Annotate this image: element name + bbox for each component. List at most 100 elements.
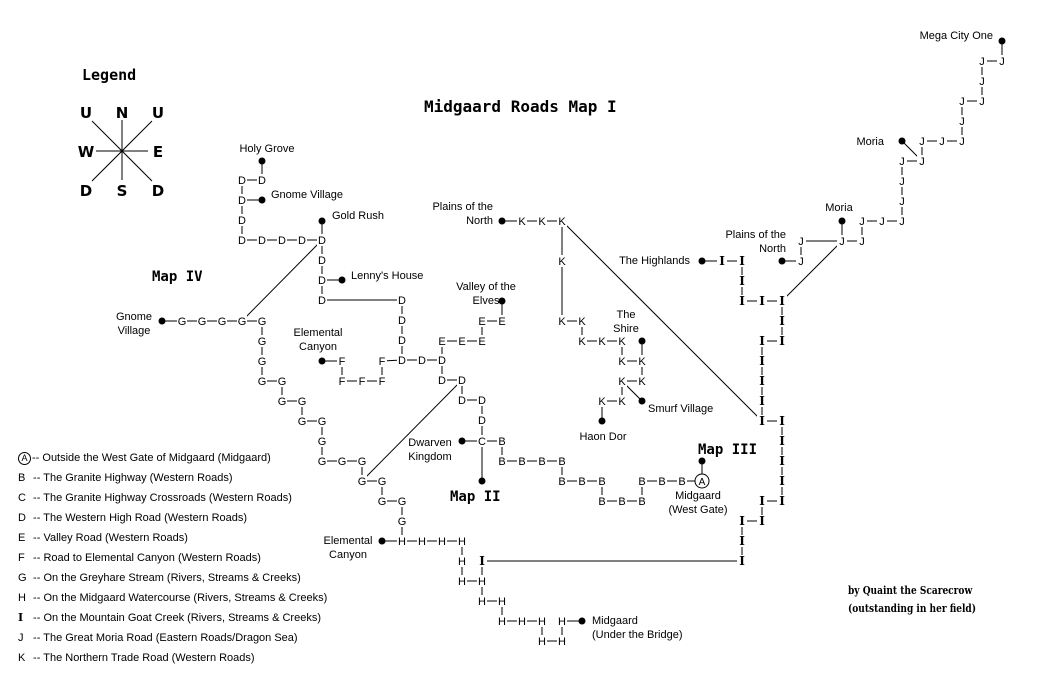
road-letter: K (558, 256, 566, 268)
road-letter: G (398, 516, 407, 528)
road-letter: J (939, 136, 945, 148)
road-letter: K (598, 396, 606, 408)
road-node-i: I (757, 514, 767, 528)
road-letter: J (899, 176, 905, 188)
road-node-i: I (737, 514, 747, 528)
road-letter: I (759, 494, 765, 508)
road-letter: D (258, 175, 266, 187)
road-letter: D (458, 375, 466, 387)
gnome-village-north-dot (258, 196, 266, 204)
road-node-b: B (597, 495, 607, 508)
road-node-h: H (417, 535, 427, 548)
road-segment (781, 240, 843, 302)
road-letter: D (278, 235, 286, 247)
road-node-j: J (937, 135, 947, 148)
road-letter: A (699, 477, 706, 488)
road-letter: I (779, 294, 785, 308)
road-letter: F (379, 376, 386, 388)
road-letter: K (518, 216, 526, 228)
place-label-line: Gnome (116, 311, 152, 323)
legend-heading: Legend (82, 66, 136, 84)
legend-item-h: H -- On the Midgaard Watercourse (Rivers… (18, 588, 327, 608)
credit-line-2: (outstanding in her field) (848, 602, 977, 615)
dwarven-kingdom-dot (458, 437, 466, 445)
road-letter: H (458, 536, 466, 548)
road-letter: G (278, 376, 287, 388)
place-label-line: Smurf Village (648, 403, 713, 415)
road-letter: I (739, 274, 745, 288)
road-letter: J (859, 216, 865, 228)
road-node-h: H (437, 535, 447, 548)
road-node-g: G (177, 315, 187, 328)
legend-item-f: F -- Road to Elemental Canyon (Western R… (18, 548, 327, 568)
road-node-d: D (257, 174, 267, 187)
road-node-j: J (897, 155, 907, 168)
road-letter: H (458, 556, 466, 568)
road-node-k: K (617, 395, 627, 408)
road-node-k: K (617, 355, 627, 368)
place-label-line: Canyon (329, 549, 367, 561)
road-node-d: D (257, 234, 267, 247)
road-node-g: G (237, 315, 247, 328)
road-letter: I (759, 354, 765, 368)
place-label-line: Elemental (324, 535, 373, 547)
place-label-line: Haon Dor (579, 431, 626, 443)
road-node-d: D (417, 354, 427, 367)
place-label-line: Midgaard (675, 490, 721, 502)
legend-text: -- The Granite Highway Crossroads (Weste… (30, 492, 292, 504)
map2-dot-dot (478, 477, 486, 485)
road-node-g: G (357, 455, 367, 468)
road-node-i: I (777, 494, 787, 508)
road-letter: B (678, 476, 685, 488)
place-label-line: Kingdom (408, 451, 451, 463)
road-letter: B (618, 496, 625, 508)
compass-up-right: U (152, 104, 164, 122)
road-letter: D (478, 395, 486, 407)
road-letter: H (538, 636, 546, 648)
the-highlands-dot (698, 257, 706, 265)
road-node-j: J (857, 215, 867, 228)
place-label-midgaard-under-bridge: Midgaard(Under the Bridge) (592, 615, 683, 641)
road-node-i: I (777, 454, 787, 468)
road-node-h: H (557, 615, 567, 628)
road-letter: E (438, 336, 445, 348)
road-letter: I (779, 494, 785, 508)
legend-text: -- The Northern Trade Road (Western Road… (30, 652, 255, 664)
compass-north: N (116, 104, 129, 122)
road-letter: G (258, 336, 267, 348)
road-node-a: A (694, 473, 710, 489)
road-letter: H (438, 536, 446, 548)
road-node-d: D (397, 334, 407, 347)
place-label-gold-rush: Gold Rush (332, 210, 384, 222)
road-node-d: D (437, 354, 447, 367)
legend-text: -- Road to Elemental Canyon (Western Roa… (30, 552, 261, 564)
place-label-gnome-village-north: Gnome Village (271, 189, 343, 201)
gnome-village-west-dot (158, 317, 166, 325)
road-letter: H (498, 596, 506, 608)
road-node-g: G (377, 475, 387, 488)
road-letter: K (618, 396, 626, 408)
road-letter: D (298, 235, 306, 247)
place-label-midgaard-west-gate: Midgaard(West Gate) (668, 490, 727, 516)
author-credit: by Quaint the Scarecrow (outstanding in … (848, 582, 976, 618)
road-node-d: D (317, 254, 327, 267)
plains-of-the-north-k-dot (498, 217, 506, 225)
road-node-i: I (777, 414, 787, 428)
road-node-g: G (257, 335, 267, 348)
midgaard-west-gate-dot (698, 457, 706, 465)
road-node-d: D (437, 374, 447, 387)
road-node-d: D (397, 294, 407, 307)
road-letter: I (739, 514, 745, 528)
place-label-line: Gnome Village (271, 189, 343, 201)
legend-key: K (18, 652, 26, 664)
legend-item-g: G -- On the Greyhare Stream (Rivers, Str… (18, 568, 327, 588)
road-letter: I (739, 554, 745, 568)
road-letter: G (318, 456, 327, 468)
road-node-k: K (597, 335, 607, 348)
road-letter: J (899, 156, 905, 168)
road-node-j: J (897, 175, 907, 188)
road-node-d: D (237, 234, 247, 247)
road-letter: H (398, 536, 406, 548)
